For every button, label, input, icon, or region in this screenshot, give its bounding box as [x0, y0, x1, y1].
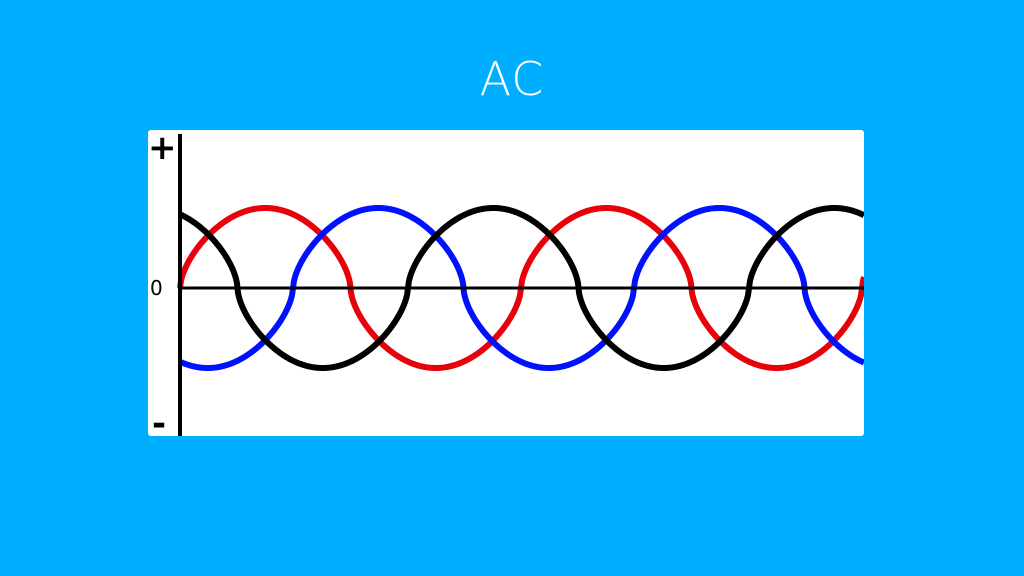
positive-label: +	[148, 130, 177, 168]
negative-label: -	[151, 404, 167, 436]
phase-black-wave	[178, 205, 864, 371]
phase-red-wave	[177, 205, 864, 371]
page-title: AC	[479, 52, 545, 106]
zero-label: 0	[150, 276, 163, 300]
waveform-plot	[177, 134, 864, 436]
three-phase-ac-diagram: + 0 -	[148, 130, 864, 436]
phase-blue-wave	[178, 205, 864, 371]
